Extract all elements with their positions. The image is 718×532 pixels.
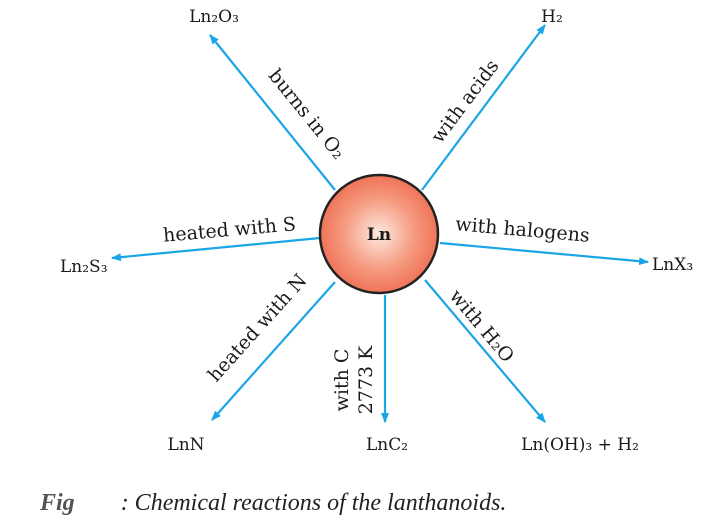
condition-o2: burns in O₂: [264, 65, 350, 164]
product-ln2o3: Ln₂O₃: [189, 7, 239, 27]
caption-text: : Chemical reactions of the lanthanoids.: [120, 490, 507, 516]
arrow-to-ln2s3: [111, 236, 321, 262]
condition-carbon: with C: [331, 349, 353, 412]
condition-halogens: with halogens: [454, 213, 590, 247]
arrow-to-lnoh3: [424, 279, 546, 423]
arrow-to-lnn: [211, 281, 336, 421]
figure-caption: Fig : Chemical reactions of the lanthanoi…: [40, 490, 506, 517]
ln-sphere: [318, 173, 440, 295]
arrow-to-h2: [421, 24, 546, 191]
product-h2: H₂: [541, 7, 563, 27]
center-label: Ln: [367, 225, 391, 245]
product-lnc2: LnC₂: [366, 435, 408, 455]
condition-water: with H₂O: [445, 285, 518, 367]
condition-temperature: 2773 K: [355, 345, 377, 414]
product-lnoh3: Ln(OH)₃ + H₂: [521, 435, 639, 455]
arrow-to-ln2o3: [209, 34, 336, 191]
arrow-to-lnx3: [439, 241, 649, 266]
product-lnx3: LnX₃: [652, 255, 693, 275]
figure-label: Fig: [40, 490, 75, 516]
product-lnn: LnN: [167, 435, 204, 455]
product-ln2s3: Ln₂S₃: [60, 257, 108, 277]
